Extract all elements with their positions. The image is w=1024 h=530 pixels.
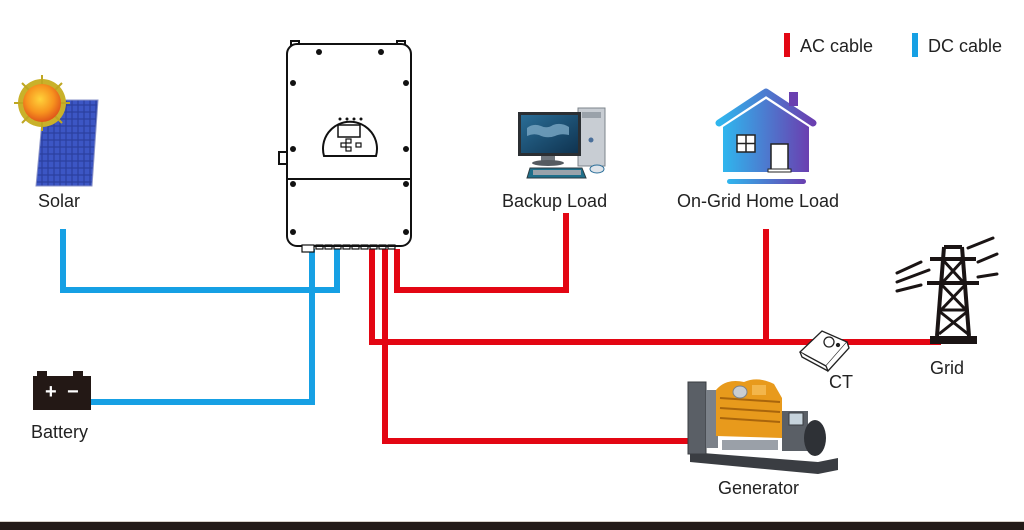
battery-minus: − — [67, 381, 79, 403]
current-transformer-icon — [798, 330, 850, 373]
solar-dc-cable — [60, 229, 340, 293]
solar[interactable]: Solar — [14, 75, 99, 211]
bottom-border-bar — [0, 521, 1024, 530]
solar-panel-icon — [14, 75, 99, 187]
battery-icon: + − — [33, 371, 91, 410]
home-load[interactable]: On-Grid Home Load — [677, 88, 839, 211]
battery-label: Battery — [31, 422, 88, 442]
generator[interactable]: Generator — [687, 379, 838, 498]
grid[interactable]: Grid — [895, 236, 999, 378]
ac-cable-swatch — [784, 33, 790, 57]
legend: AC cable DC cable — [784, 33, 1002, 57]
dc-cable-label: DC cable — [928, 36, 1002, 56]
diesel-generator-icon — [687, 379, 838, 474]
ct-label: CT — [829, 372, 853, 392]
hybrid-inverter-icon — [278, 40, 412, 253]
backup-load-label: Backup Load — [502, 191, 607, 211]
ac-cable-label: AC cable — [800, 36, 873, 56]
sun-icon — [14, 75, 70, 131]
generator-ac-cable — [382, 249, 695, 444]
inverter-ports — [301, 244, 396, 253]
battery-dc-cable — [89, 249, 315, 405]
house-icon — [715, 88, 817, 184]
lcd-screen — [337, 124, 361, 138]
generator-label: Generator — [718, 478, 799, 498]
grid-label: Grid — [930, 358, 964, 378]
desktop-computer-icon — [518, 107, 606, 179]
dc-cables — [60, 229, 340, 405]
ac-cables — [369, 213, 941, 444]
solar-label: Solar — [38, 191, 80, 211]
power-tower-icon — [895, 236, 999, 344]
hybrid-inverter[interactable] — [278, 40, 412, 253]
home-load-label: On-Grid Home Load — [677, 191, 839, 211]
backup-load-ac-cable — [394, 213, 569, 293]
dc-cable-swatch — [912, 33, 918, 57]
grid-ac-cable — [369, 249, 941, 345]
battery-plus: + — [45, 381, 57, 403]
backup-load[interactable]: Backup Load — [502, 107, 607, 211]
legend-dc: DC cable — [912, 33, 1002, 57]
current-transformer[interactable]: CT — [798, 330, 853, 392]
legend-ac: AC cable — [784, 33, 873, 57]
battery[interactable]: + − Battery — [31, 371, 91, 442]
